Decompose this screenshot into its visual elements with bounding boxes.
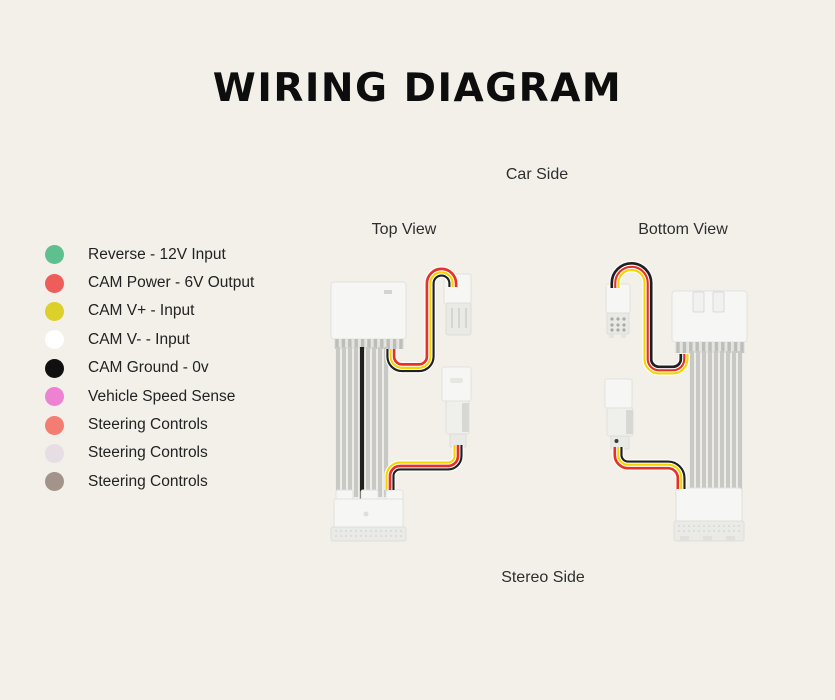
- color-dot-icon: [45, 387, 64, 407]
- top-view-main-connector: [330, 281, 407, 349]
- legend-item: CAM V+ - Input: [45, 301, 254, 321]
- color-dot-icon: [45, 245, 64, 265]
- legend-item: Reverse - 12V Input: [45, 245, 254, 265]
- color-dot-icon: [45, 415, 64, 435]
- color-dot-icon: [45, 443, 64, 463]
- legend-item-label: CAM V+ - Input: [88, 302, 195, 320]
- legend-item-label: Steering Controls: [88, 416, 208, 434]
- color-dot-icon: [45, 330, 64, 350]
- bottom-view-lower-wire-bundle: [612, 447, 687, 489]
- top-view-stereo-connector: [330, 489, 407, 542]
- connector-logo: [384, 290, 392, 294]
- wire-color-legend: Reverse - 12V Input CAM Power - 6V Outpu…: [45, 245, 254, 492]
- legend-item-label: CAM Power - 6V Output: [88, 274, 255, 292]
- latch-window: [712, 291, 725, 313]
- top-view-label: Top View: [371, 221, 437, 238]
- legend-item-label: Reverse - 12V Input: [88, 245, 226, 263]
- legend-item-label: CAM V- - Input: [88, 330, 190, 348]
- car-side-label: Car Side: [505, 166, 569, 183]
- legend-item: Steering Controls: [45, 443, 254, 463]
- latch-window: [692, 291, 705, 313]
- bottom-view-camera-connector-lower: [604, 378, 634, 450]
- legend-item-label: Steering Controls: [88, 472, 208, 490]
- top-view-harness: [330, 266, 472, 542]
- legend-item-label: CAM Ground - 0v: [88, 359, 209, 377]
- page-title: WIRING DIAGRAM: [212, 66, 623, 111]
- top-view-wire-ribbon: [335, 347, 389, 499]
- bottom-view-stereo-connector: [673, 487, 745, 542]
- bottom-view-main-connector: [671, 290, 748, 353]
- legend-item: Vehicle Speed Sense: [45, 387, 254, 407]
- bottom-view-upper-wire-bundle: [609, 260, 690, 376]
- legend-item: CAM V- - Input: [45, 330, 254, 350]
- bottom-view-wire-ribbon: [689, 351, 743, 491]
- stereo-side-label: Stereo Side: [501, 569, 585, 586]
- legend-item: Steering Controls: [45, 415, 254, 435]
- legend-item-label: Vehicle Speed Sense: [88, 387, 236, 405]
- legend-item: CAM Power - 6V Output: [45, 273, 255, 293]
- color-dot-icon: [45, 472, 64, 492]
- bottom-view-harness: [604, 260, 748, 542]
- bottom-view-camera-connector-upper: [605, 283, 631, 338]
- legend-item: Steering Controls: [45, 472, 254, 492]
- legend-item: CAM Ground - 0v: [45, 358, 254, 378]
- top-view-camera-connector-lower: [441, 366, 472, 448]
- legend-item-label: Steering Controls: [88, 444, 208, 462]
- color-dot-icon: [45, 301, 64, 321]
- top-view-lower-wire-bundle: [384, 445, 464, 490]
- top-view-upper-wire-bundle: [385, 266, 459, 374]
- color-dot-icon: [45, 273, 64, 293]
- bottom-view-label: Bottom View: [638, 221, 728, 238]
- color-dot-icon: [45, 358, 64, 378]
